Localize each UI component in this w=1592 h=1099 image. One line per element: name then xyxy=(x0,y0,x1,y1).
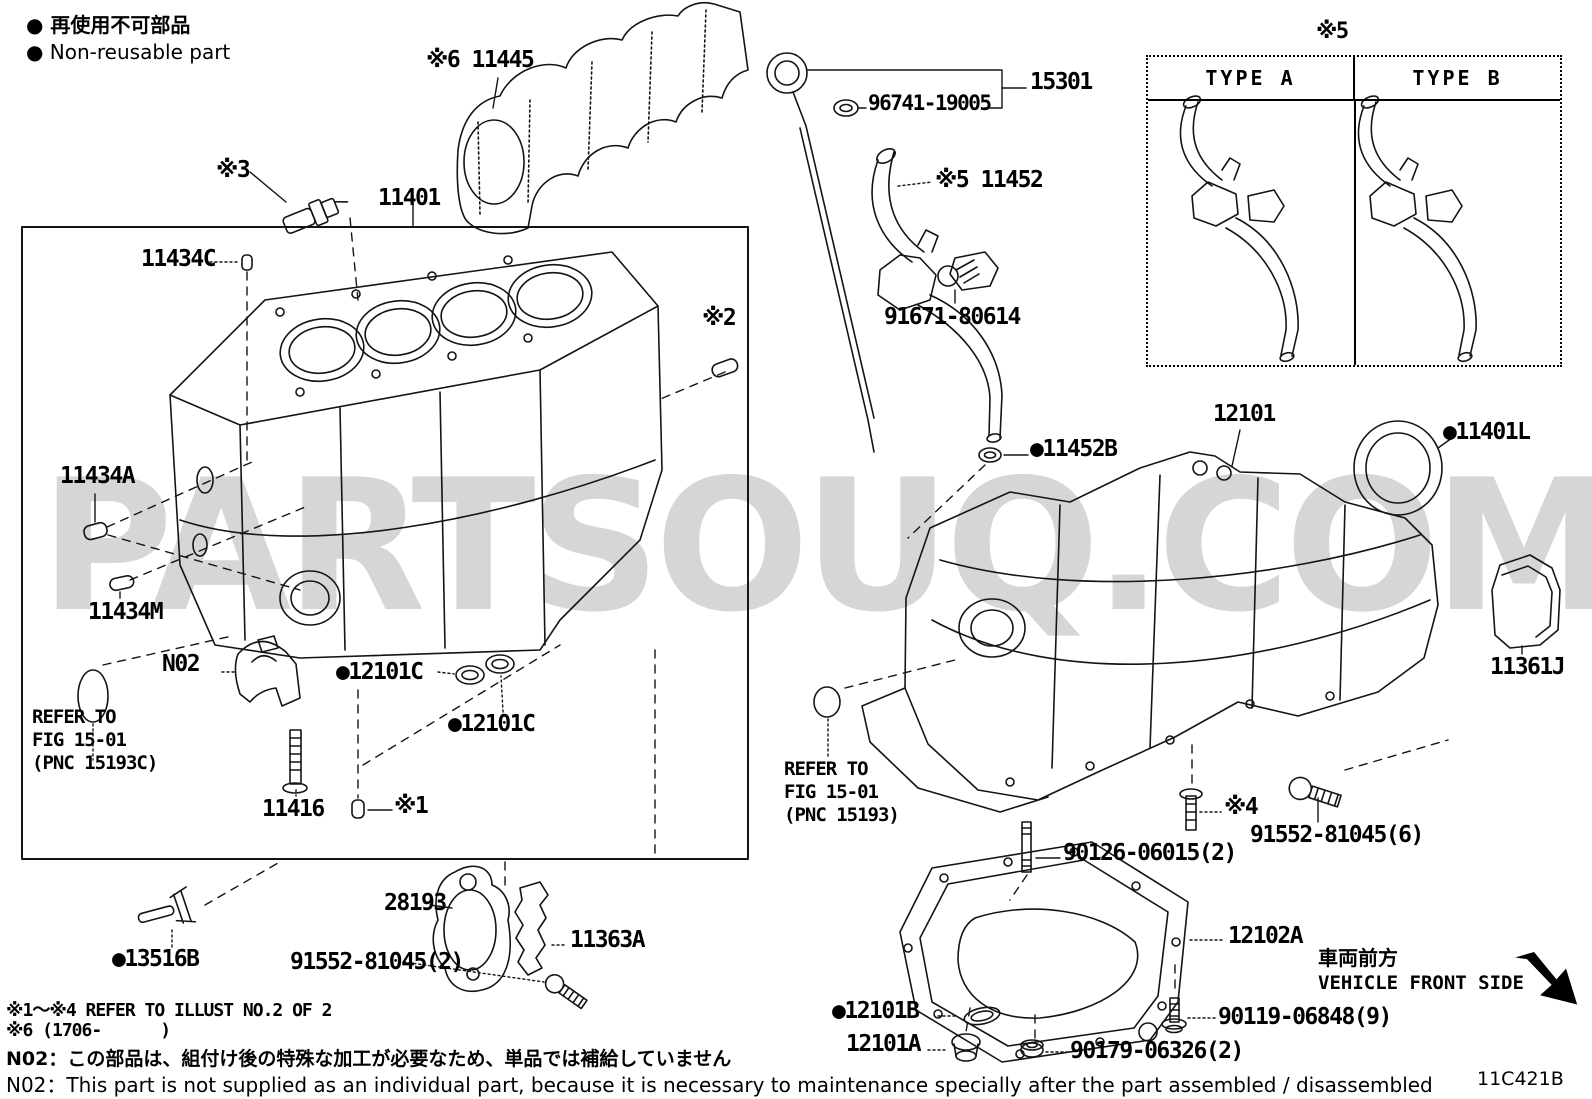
label-12101B: ●12101B xyxy=(832,998,920,1024)
label-12101A: 12101A xyxy=(846,1031,922,1057)
legend-en: ● Non-reusable part xyxy=(26,40,231,64)
label-91552-2: 91552-81045(2) xyxy=(290,949,464,975)
footnote-n02-en: N02：This part is not supplied as an indi… xyxy=(6,1073,1433,1097)
type-a-header: TYPE A xyxy=(1148,57,1355,99)
bracket-11363A-art xyxy=(514,881,549,976)
nozzle-13516B-art xyxy=(137,886,197,924)
label-15301: 15301 xyxy=(1030,69,1093,95)
sensor-note3-art xyxy=(282,197,349,234)
label-96741: 96741-19005 xyxy=(868,91,992,115)
label-note1: ※1 xyxy=(394,793,429,819)
label-12101: 12101 xyxy=(1213,401,1276,427)
refer-note-15193C: REFER TO FIG 15-01 (PNC 15193C) xyxy=(32,706,158,774)
type-table-note-mark: ※5 xyxy=(1316,19,1349,44)
label-90126: 90126-06015(2) xyxy=(1063,840,1237,866)
legend-jp: ● 再使用不可部品 xyxy=(26,13,191,37)
insulator-11445-art xyxy=(456,1,749,235)
label-90119: 90119-06848(9) xyxy=(1218,1004,1392,1030)
type-table-divider xyxy=(1354,99,1356,365)
label-11434C: 11434C xyxy=(141,246,217,272)
page-code: 11C421B xyxy=(1477,1068,1564,1090)
label-11401L: ●11401L xyxy=(1443,419,1531,445)
type-table: TYPE A TYPE B xyxy=(1146,55,1562,367)
footnote-date-range: ※6 (1706- ) xyxy=(6,1020,171,1041)
label-12101C-2: ●12101C xyxy=(448,711,536,737)
small-parts-art xyxy=(77,99,1342,1062)
seal-11401L-art xyxy=(1353,420,1443,516)
cylinder-block-art xyxy=(169,251,663,659)
label-N02: N02 xyxy=(162,651,201,677)
label-90179: 90179-06326(2) xyxy=(1070,1038,1244,1064)
label-note4: ※4 xyxy=(1224,794,1259,820)
oil-pan-12102A-art xyxy=(899,841,1189,1063)
crankcase-12101-art xyxy=(861,451,1439,813)
vehicle-front-side-note: 車両前方 VEHICLE FRONT SIDE xyxy=(1318,946,1524,996)
label-11416: 11416 xyxy=(262,796,325,822)
label-13516B: ●13516B xyxy=(112,946,200,972)
label-28193: 28193 xyxy=(384,890,447,916)
label-11434M: 11434M xyxy=(88,599,164,625)
dipstick-15301-art xyxy=(766,52,875,453)
label-12102A: 12102A xyxy=(1228,923,1304,949)
cover-11361J-art xyxy=(1491,554,1561,649)
guide-tube-11452-art xyxy=(871,147,1003,443)
vehicle-front-en: VEHICLE FRONT SIDE xyxy=(1318,972,1524,994)
block-frame xyxy=(21,226,749,860)
type-b-header: TYPE B xyxy=(1412,66,1503,90)
label-note2: ※2 xyxy=(702,305,737,331)
label-11363A: 11363A xyxy=(570,927,646,953)
label-11452B: ●11452B xyxy=(1030,436,1118,462)
label-11401: 11401 xyxy=(378,185,441,211)
watermark: PARTSOUQ.COM xyxy=(40,440,1592,652)
label-12101C-1: ●12101C xyxy=(336,659,424,685)
refer-note-15193: REFER TO FIG 15-01 (PNC 15193) xyxy=(784,758,900,826)
type-a-tube-art xyxy=(1179,95,1299,363)
gasket-28193-art xyxy=(432,865,511,992)
label-11452: ※5 11452 xyxy=(935,167,1044,193)
label-note3: ※3 xyxy=(216,157,251,183)
footnote-n02-jp: N02：この部品は、組付け後の特殊な加工が必要なため、単品では補給していません xyxy=(6,1048,732,1070)
vehicle-front-jp: 車両前方 xyxy=(1318,946,1398,970)
label-91552-6: 91552-81045(6) xyxy=(1250,822,1424,848)
legend: ● 再使用不可部品 ● Non-reusable part xyxy=(26,12,230,66)
bearing-cap-N02-art xyxy=(234,635,301,707)
footnote-illust-ref: ※1～※4 REFER TO ILLUST NO.2 OF 2 xyxy=(6,1000,332,1021)
dotted-leaders xyxy=(92,181,1226,1053)
vehicle-front-arrow-icon xyxy=(1515,952,1578,1005)
dashed-construction-lines xyxy=(102,217,1449,1039)
label-91671: 91671-80614 xyxy=(884,304,1021,330)
label-11434A: 11434A xyxy=(60,463,136,489)
label-11445: ※6 11445 xyxy=(426,47,535,73)
label-11361J: 11361J xyxy=(1490,654,1566,680)
leader-lines xyxy=(94,69,1523,909)
